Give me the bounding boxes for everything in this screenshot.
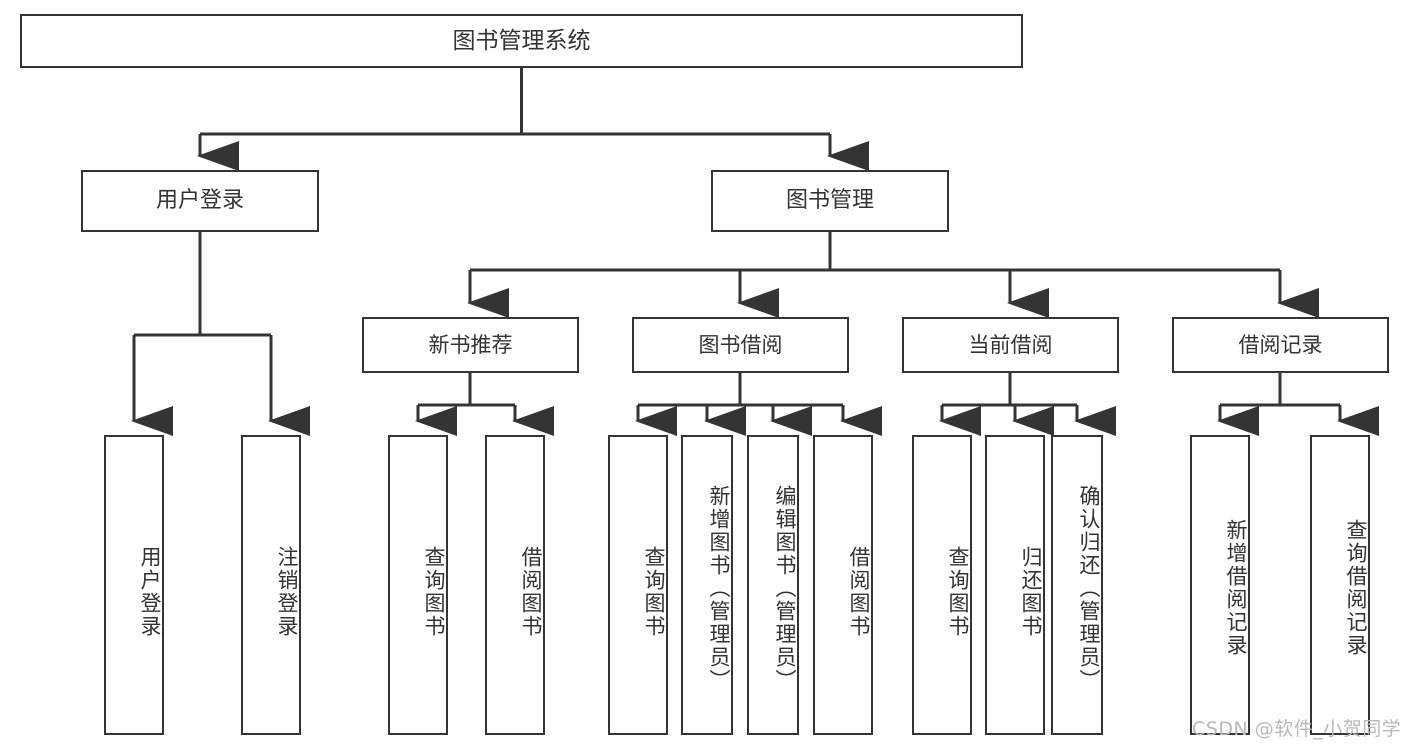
watermark-text: CSDN @软件_小贺同学 bbox=[1192, 718, 1402, 740]
node-leaf-add-record[interactable]: 新增借阅记录 bbox=[1190, 435, 1250, 735]
node-book-manage-label: 图书管理 bbox=[785, 188, 874, 214]
node-leaf-borrow-book-2-label: 借阅图书 bbox=[847, 546, 871, 638]
node-leaf-add-book[interactable]: 新增图书（管理员） bbox=[681, 435, 733, 735]
node-leaf-user-login-label: 用户登录 bbox=[138, 546, 162, 638]
node-leaf-add-book-label: 新增图书（管理员） bbox=[707, 484, 731, 692]
node-borrow-record[interactable]: 借阅记录 bbox=[1172, 317, 1389, 373]
node-leaf-query-book-1-label: 查询图书 bbox=[422, 546, 446, 638]
node-new-book-recommend[interactable]: 新书推荐 bbox=[362, 317, 579, 373]
node-leaf-user-logout-label: 注销登录 bbox=[275, 546, 299, 638]
node-leaf-return-book[interactable]: 归还图书 bbox=[985, 435, 1045, 735]
node-current-borrow[interactable]: 当前借阅 bbox=[902, 317, 1119, 373]
node-leaf-add-record-label: 新增借阅记录 bbox=[1224, 519, 1248, 657]
node-leaf-edit-book-label: 编辑图书（管理员） bbox=[773, 484, 797, 692]
node-book-borrow-label: 图书借阅 bbox=[698, 332, 783, 357]
node-leaf-query-record-label: 查询借阅记录 bbox=[1344, 519, 1368, 657]
node-user-login[interactable]: 用户登录 bbox=[81, 170, 319, 232]
node-leaf-confirm-return-label: 确认归还（管理员） bbox=[1077, 484, 1101, 692]
node-book-borrow[interactable]: 图书借阅 bbox=[632, 317, 849, 373]
node-leaf-query-book-3[interactable]: 查询图书 bbox=[912, 435, 972, 735]
node-borrow-record-label: 借阅记录 bbox=[1238, 332, 1323, 357]
node-leaf-confirm-return[interactable]: 确认归还（管理员） bbox=[1051, 435, 1103, 735]
node-leaf-borrow-book-1-label: 借阅图书 bbox=[519, 546, 543, 638]
node-book-manage[interactable]: 图书管理 bbox=[711, 170, 949, 232]
node-root[interactable]: 图书管理系统 bbox=[20, 14, 1023, 68]
node-leaf-query-book-2-label: 查询图书 bbox=[642, 546, 666, 638]
node-leaf-borrow-book-2[interactable]: 借阅图书 bbox=[813, 435, 873, 735]
node-leaf-query-book-2[interactable]: 查询图书 bbox=[608, 435, 668, 735]
node-leaf-query-book-3-label: 查询图书 bbox=[946, 546, 970, 638]
node-leaf-user-logout[interactable]: 注销登录 bbox=[241, 435, 301, 735]
node-leaf-query-book-1[interactable]: 查询图书 bbox=[388, 435, 448, 735]
node-user-login-label: 用户登录 bbox=[155, 188, 244, 214]
node-leaf-return-book-label: 归还图书 bbox=[1019, 546, 1043, 638]
node-leaf-query-record[interactable]: 查询借阅记录 bbox=[1310, 435, 1370, 735]
node-leaf-borrow-book-1[interactable]: 借阅图书 bbox=[485, 435, 545, 735]
node-leaf-user-login[interactable]: 用户登录 bbox=[104, 435, 164, 735]
node-leaf-edit-book[interactable]: 编辑图书（管理员） bbox=[747, 435, 799, 735]
node-root-label: 图书管理系统 bbox=[452, 27, 591, 54]
node-current-borrow-label: 当前借阅 bbox=[968, 332, 1053, 357]
node-new-book-recommend-label: 新书推荐 bbox=[428, 332, 513, 357]
